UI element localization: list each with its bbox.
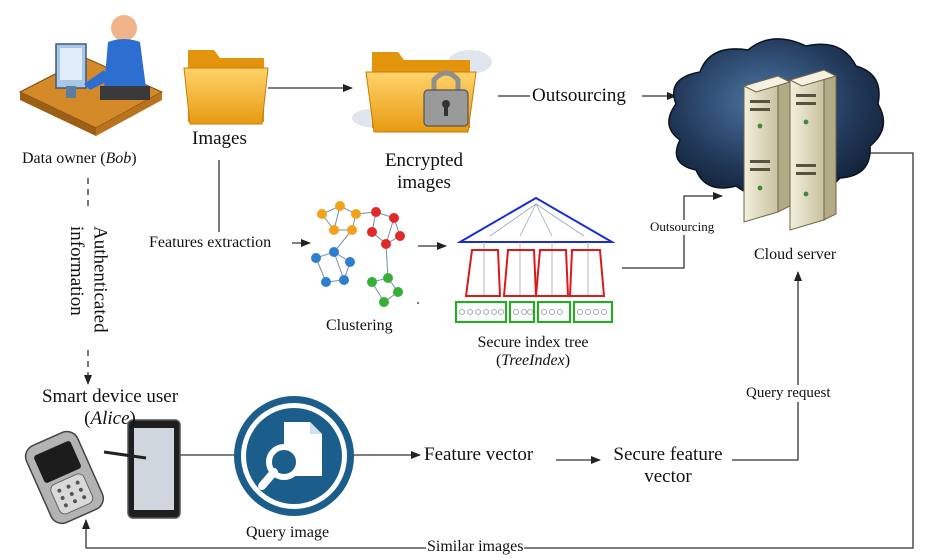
query-image-label: Query image: [246, 524, 330, 541]
secure-feature-vector-label: Secure feature vector: [613, 444, 723, 487]
folder-icon: [183, 50, 269, 125]
data-owner-label: Data owner (Bob): [22, 150, 137, 167]
secure-index-tree-label: Secure index tree (TreeIndex): [477, 334, 589, 370]
search-document-icon: [234, 396, 354, 516]
smart-device-user-label: Smart device user (Alice): [41, 386, 179, 429]
cloud-server-label: Cloud server: [754, 246, 837, 263]
similar-images-label: Similar images: [426, 538, 525, 557]
mobile-devices-icon: [24, 419, 181, 525]
cloud-server-icon: [668, 38, 885, 231]
images-label: Images: [192, 128, 247, 149]
connectors: [82, 84, 914, 549]
stray-dot: [417, 302, 419, 304]
arrow-similar-images: [82, 152, 914, 549]
outsourcing-top-label: Outsourcing: [532, 85, 626, 106]
encrypted-images-label: Encrypted images: [384, 150, 464, 193]
locked-folder-icon: [352, 50, 492, 133]
person-at-computer-icon: [18, 15, 164, 136]
tree-index-icon: [455, 196, 616, 323]
cluster-graph-icon: [311, 201, 405, 307]
feature-vector-label: Feature vector: [424, 444, 534, 465]
arrow-secure-to-cloud: [732, 271, 802, 461]
outsourcing-mid-label: Outsourcing: [650, 219, 715, 235]
features-extraction-label: Features extraction: [149, 234, 272, 253]
authenticated-information-label: Authenticated information: [65, 226, 111, 333]
clustering-label: Clustering: [326, 317, 393, 334]
query-request-label: Query request: [746, 385, 831, 403]
